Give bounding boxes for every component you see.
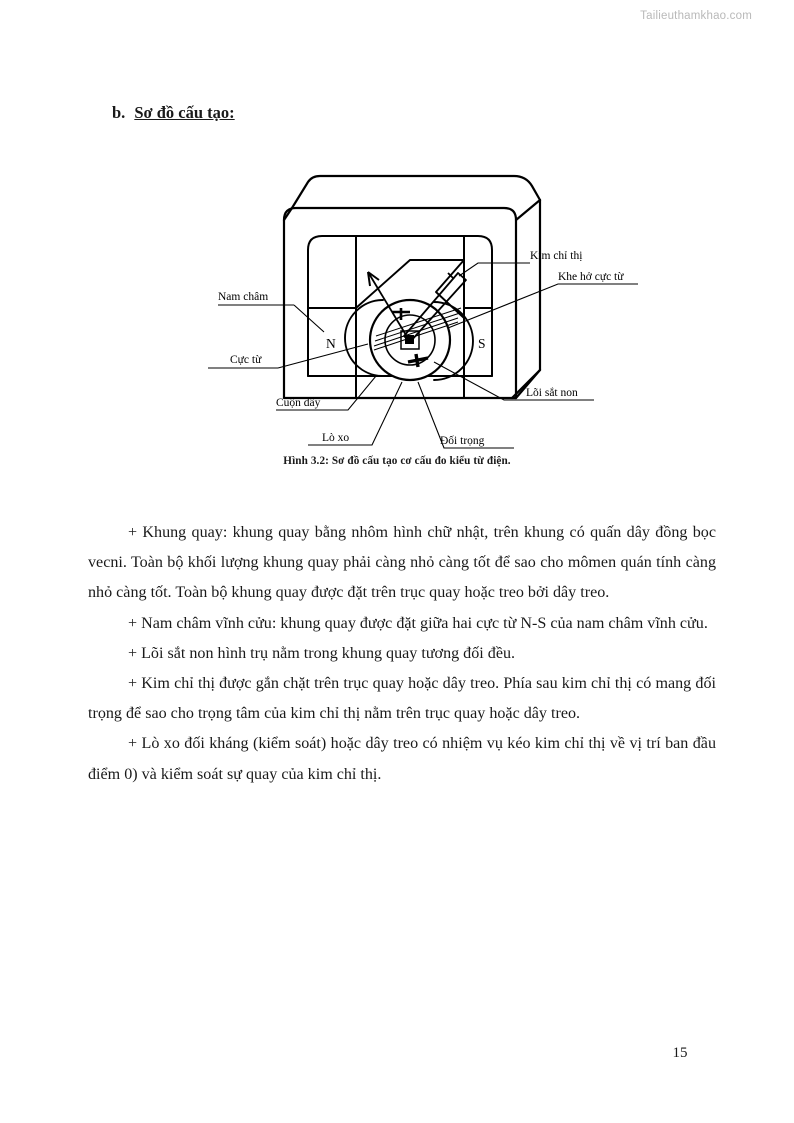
diagram-label-texts: Kim chỉ thị Nam châm Khe hở cực từ Cực t… [218,250,624,447]
label-soft-iron-core: Lõi sắt non [526,386,578,399]
page-number: 15 [672,1045,688,1061]
heading-title: Sơ đồ cấu tạo: [134,103,235,122]
label-needle: Kim chỉ thị [530,250,582,262]
paragraph-khung-quay: + Khung quay: khung quay bằng nhôm hình … [88,524,716,602]
figure-caption: Hình 3.2: Sơ đồ cấu tạo cơ cấu đo kiểu t… [283,455,511,467]
label-north-pole: N [326,336,336,351]
label-coil: Cuộn dây [276,397,321,409]
coil-hatch-band [373,307,462,351]
label-spring: Lò xo [322,432,349,444]
body-text: + Khung quay: khung quay bằng nhôm hình … [88,518,716,790]
label-magnet: Nam châm [218,291,268,303]
moving-coil-assembly [368,298,462,382]
magnet-body-outline [282,174,542,400]
paragraph-kim-chi-thi: + Kim chỉ thị được gắn chặt trên trục qu… [88,675,716,723]
label-pole-piece: Cực từ [230,354,262,366]
upper-spring-mark [392,308,410,320]
paragraph-loi-sat-non: + Lõi sắt non hình trụ nằm trong khung q… [128,644,516,662]
coil-circle [384,314,436,366]
needle-direction-arrow [367,271,410,341]
shaft-hub [400,330,420,350]
counterweight-mark [407,353,429,368]
label-pole-gap: Khe hở cực từ [558,271,624,283]
watermark: Tailieuthamkhao.com [640,10,752,22]
section-heading: b. Sơ đồ cấu tạo: [112,103,235,123]
figure-diagram: Kim chỉ thị Nam châm Khe hở cực từ Cực t… [196,160,648,485]
label-south-pole: S [478,336,486,351]
label-counterweight: Đối trọng [440,434,485,447]
paragraph-lo-xo: + Lò xo đối kháng (kiểm soát) hoặc dây t… [88,735,716,783]
pole-piece-shapes [344,259,474,381]
paragraph-nam-cham: + Nam châm vĩnh cửu: khung quay được đặt… [128,614,708,632]
heading-marker: b. [112,103,126,122]
leader-lines [208,262,638,449]
